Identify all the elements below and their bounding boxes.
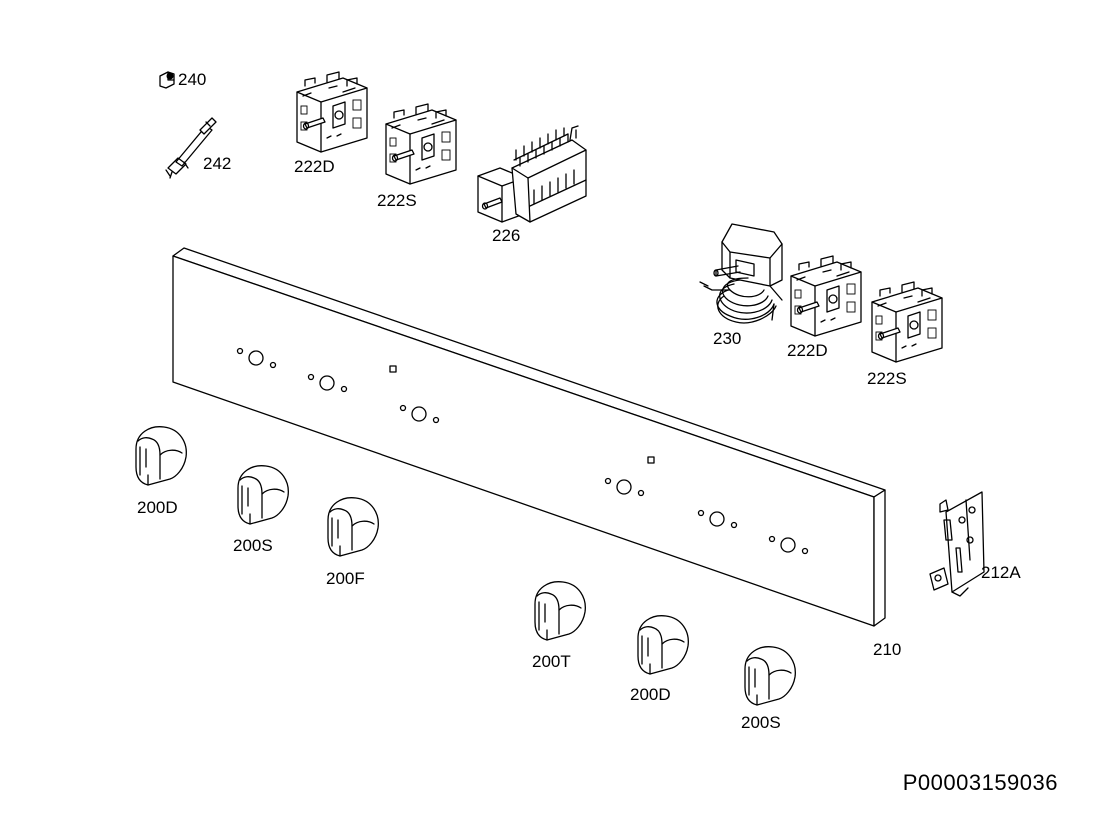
part-212a-bracket <box>929 491 985 597</box>
part-222s-top-regulator <box>385 103 457 185</box>
label-200s-left: 200S <box>233 536 273 555</box>
part-230-thermostat <box>699 223 783 324</box>
label-230: 230 <box>713 329 741 348</box>
knob-200d-left <box>135 426 187 486</box>
part-222d-right-regulator <box>790 255 862 337</box>
label-226: 226 <box>492 226 520 245</box>
label-200s-right: 200S <box>741 713 781 732</box>
knob-200f <box>327 497 379 557</box>
label-222s-top: 222S <box>377 191 417 210</box>
label-222d-top: 222D <box>294 157 335 176</box>
drawing-number: P00003159036 <box>902 770 1058 795</box>
label-222s-right: 222S <box>867 369 907 388</box>
knob-200s-left <box>237 465 289 525</box>
label-200d-left: 200D <box>137 498 178 517</box>
label-222d-right: 222D <box>787 341 828 360</box>
part-222d-top-regulator <box>296 71 368 153</box>
part-222s-right-regulator <box>871 281 943 363</box>
label-242: 242 <box>203 154 231 173</box>
part-242-ignition-switch <box>165 117 217 179</box>
part-240-clip <box>159 71 175 89</box>
label-200f: 200F <box>326 569 365 588</box>
label-200d-right: 200D <box>630 685 671 704</box>
part-226-selector-switch <box>477 125 587 223</box>
label-212a: 212A <box>981 563 1021 582</box>
knob-200d-right <box>637 615 689 675</box>
label-210: 210 <box>873 640 901 659</box>
label-240: 240 <box>178 70 206 89</box>
label-200t: 200T <box>532 652 571 671</box>
knob-200t <box>534 581 586 641</box>
knob-200s-right <box>744 646 796 706</box>
part-210-control-panel <box>172 247 886 627</box>
